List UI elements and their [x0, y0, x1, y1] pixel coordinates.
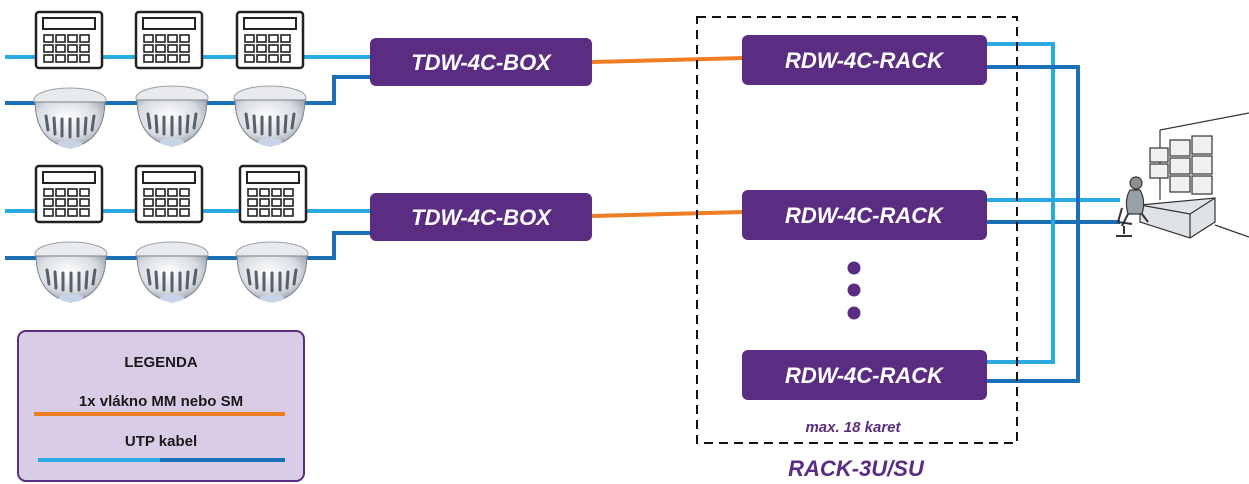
smoke-detector-icon: [234, 240, 310, 304]
receiver-module: RDW-4C-RACK: [742, 350, 987, 400]
rack-capacity-note: max. 18 karet: [805, 419, 901, 436]
rack-name: RACK-3U/SU: [788, 456, 925, 481]
keypad-icon: [134, 164, 204, 224]
ellipsis-dots: [847, 261, 861, 320]
receiver-label: RDW-4C-RACK: [785, 203, 945, 228]
transmitter-module: TDW-4C-BOX: [370, 193, 592, 241]
keypad-icon: [34, 164, 104, 224]
smoke-detector-icon: [232, 84, 308, 148]
fiber-cable: [591, 56, 746, 64]
rack-frame: [696, 16, 1018, 444]
keypad-icon: [134, 10, 204, 70]
smoke-detector-icon: [32, 86, 108, 150]
keypad-icon: [238, 164, 308, 224]
transmitter-module: TDW-4C-BOX: [370, 38, 592, 86]
field-devices-group-1: [32, 10, 308, 150]
smoke-detector-icon: [134, 240, 210, 304]
transmitter-label: TDW-4C-BOX: [411, 205, 552, 230]
legend-item-utp-label: UTP kabel: [125, 433, 197, 450]
keypad-icon: [235, 10, 305, 70]
smoke-detector-icon: [134, 84, 210, 148]
smoke-detector-icon: [33, 240, 109, 304]
operator-workstation-icon: [1116, 112, 1249, 239]
keypad-icon: [34, 10, 104, 70]
transmitter-label: TDW-4C-BOX: [411, 50, 552, 75]
fiber-cables: [591, 56, 746, 218]
legend-item-fiber-label: 1x vlákno MM nebo SM: [79, 393, 243, 410]
receiver-module: RDW-4C-RACK: [742, 190, 987, 240]
receiver-module: RDW-4C-RACK: [742, 35, 987, 85]
fiber-cable: [591, 210, 746, 218]
utp-cable: [985, 42, 1055, 364]
receiver-label: RDW-4C-RACK: [785, 48, 945, 73]
receiver-label: RDW-4C-RACK: [785, 363, 945, 388]
legend-title: LEGENDA: [124, 354, 198, 371]
legend: LEGENDA 1x vlákno MM nebo SM UTP kabel: [17, 330, 305, 482]
field-devices-group-2: [33, 164, 310, 304]
